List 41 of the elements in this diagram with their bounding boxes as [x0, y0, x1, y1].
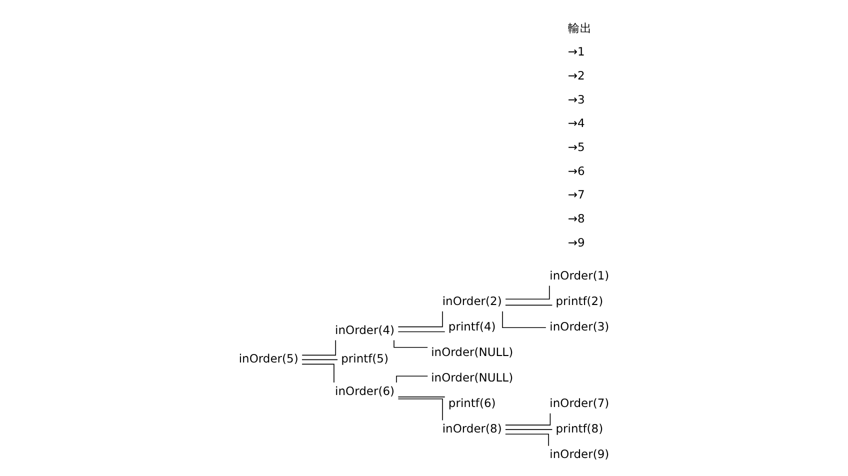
- node-text: inOrder(5): [238, 352, 298, 366]
- node-text: printf(5): [341, 352, 388, 366]
- label: →9: [568, 235, 585, 250]
- node-text: printf(2): [556, 294, 604, 308]
- node-text: inOrder(8): [442, 422, 502, 436]
- node-text: inOrder(9): [550, 447, 610, 462]
- node-text: inOrder(NULL): [431, 370, 514, 385]
- node-text: inOrder(2): [442, 294, 502, 308]
- connector: [505, 304, 553, 306]
- connector: [505, 285, 550, 300]
- connector: [505, 412, 551, 426]
- node-text: inOrder(NULL): [431, 345, 514, 360]
- connector: [502, 310, 546, 328]
- node-text: inOrder(3): [550, 320, 610, 334]
- label: →4: [568, 116, 585, 130]
- connector: [396, 376, 428, 383]
- connector: [394, 340, 428, 348]
- node-text: printf(8): [556, 422, 604, 436]
- node-text: printf(6): [448, 396, 496, 410]
- label: 輸出: [568, 20, 592, 35]
- node-text: inOrder(4): [335, 322, 395, 337]
- label: →1: [568, 44, 585, 59]
- label: →6: [568, 164, 585, 178]
- connector: [302, 364, 334, 383]
- connector: [398, 331, 446, 332]
- node-text: inOrder(1): [550, 268, 610, 283]
- node-text: printf(4): [448, 320, 496, 334]
- connector: [398, 396, 446, 398]
- connector: [302, 359, 338, 360]
- connector: [302, 340, 336, 356]
- connector: [398, 310, 443, 328]
- label: →2: [568, 68, 585, 82]
- connector: [505, 434, 549, 446]
- node-text: inOrder(6): [335, 384, 395, 398]
- node-text: inOrder(7): [550, 396, 610, 410]
- connector: [398, 398, 443, 421]
- label: →5: [568, 140, 585, 154]
- connector: [505, 429, 553, 430]
- label: →3: [568, 92, 585, 106]
- label: →7: [568, 188, 585, 202]
- label: →8: [568, 212, 585, 226]
